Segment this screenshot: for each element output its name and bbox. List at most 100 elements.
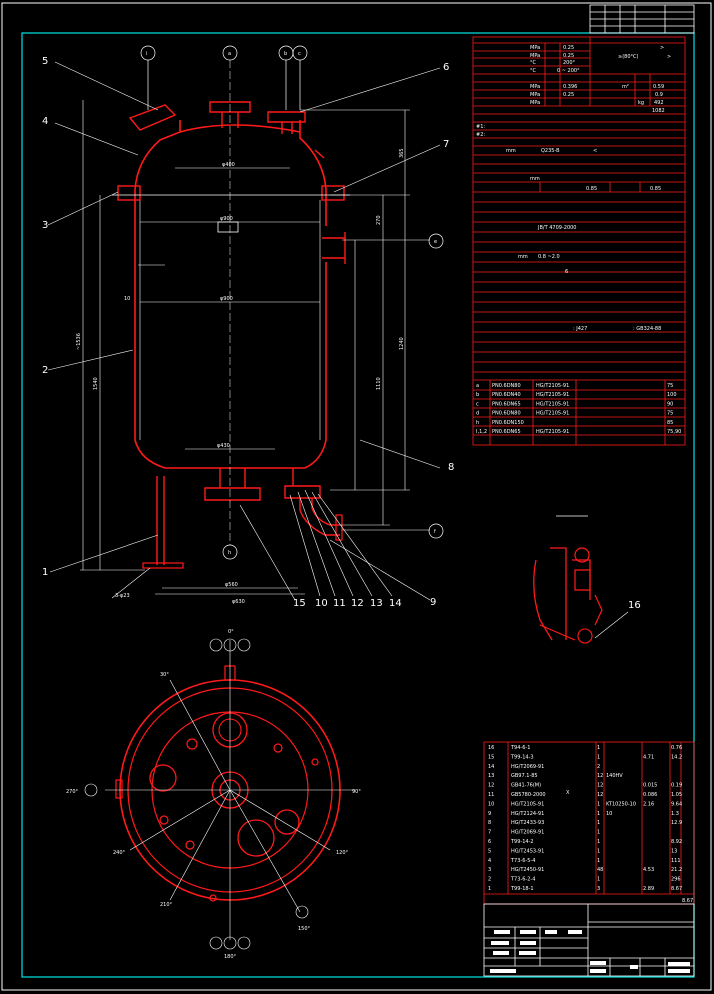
spec-value-4: 0 ~ 200° — [557, 68, 580, 74]
spec-six: 6 — [565, 269, 568, 275]
dim-s10: 10 — [124, 296, 130, 302]
angle-90: 90° — [352, 789, 361, 795]
spec-value-6: 0.25 — [563, 92, 574, 98]
nozzle-mark: d — [476, 411, 479, 417]
nozzle-len: 90 — [667, 401, 673, 407]
spec-unit2-7: kg — [638, 100, 644, 106]
nozzle-len: 75,90 — [667, 429, 681, 435]
part-label-2: 2 — [42, 365, 48, 376]
dim-d900: φ900 — [220, 296, 233, 302]
part-label-11: 11 — [333, 598, 346, 609]
bom-code: HG/T2069-91 — [511, 830, 544, 836]
part-label-13: 13 — [370, 598, 383, 609]
part-label-7: 7 — [443, 139, 449, 150]
bom-code: T73-6-5-4 — [510, 858, 535, 864]
bom-qty: 1 — [597, 839, 600, 845]
bom-no: 4 — [488, 858, 491, 864]
bom-no: 9 — [488, 811, 491, 817]
spec-mm-1: mm — [506, 148, 516, 154]
bom-weight-total: 9.64 — [671, 801, 682, 807]
dim-d560: φ560 — [225, 582, 238, 588]
nozzle-std: HG/T2105-91 — [536, 411, 569, 417]
nozzle-std: HG/T2105-91 — [536, 429, 569, 435]
angle-180: 180° — [224, 954, 237, 960]
spec-value2-5: 0.59 — [653, 84, 664, 90]
part-label-15: 15 — [293, 598, 306, 609]
angle-210: 210° — [160, 902, 173, 908]
nozzle-spec: PN0.6DN80 — [492, 383, 521, 389]
bom-qty: 1 — [597, 811, 600, 817]
nozzle-std: HG/T2105-91 — [536, 392, 569, 398]
nozzle-label-c: c — [298, 51, 301, 57]
bom-weight-total: 13 — [671, 848, 677, 854]
bom-material: KT10250-10 — [606, 801, 636, 807]
part-label-8: 8 — [448, 462, 454, 473]
dim-h1240: 1240 — [399, 337, 405, 350]
spec-rows: MPa 0.25 MPa 0.25 °C 200° °C 0 ~ 200° MP… — [476, 45, 671, 332]
nozzle-len: 85 — [667, 420, 673, 426]
nozzle-label-e: e — [434, 239, 437, 245]
bom-qty: 2 — [597, 764, 600, 770]
bom-no: 7 — [488, 830, 491, 836]
drawing-border — [21, 32, 695, 978]
bom-qty: 3 — [597, 886, 600, 892]
bom-no: 13 — [488, 773, 494, 779]
dim-h1110: 1110 — [376, 377, 382, 390]
bom-qty: 1 — [597, 801, 600, 807]
angle-30: 30° — [160, 672, 169, 678]
bom-weight-total: 8.67 — [671, 886, 682, 892]
title-block — [483, 903, 695, 977]
bom-weight-unit: 0.015 — [643, 783, 657, 789]
bom-code: T99-18-1 — [510, 886, 534, 892]
spec-hash-2: #2: — [476, 132, 485, 138]
nozzle-spec: PN0.6DN65 — [492, 429, 521, 435]
bom-weight-unit: 4.71 — [643, 754, 654, 760]
bom-weight-unit: 0.086 — [643, 792, 657, 798]
spec-value-1: 0.25 — [563, 45, 574, 51]
bom-weight-total: 1.05 — [671, 792, 682, 798]
bom-no: 15 — [488, 754, 494, 760]
nozzle-label-h: h — [228, 550, 231, 556]
bom-qty: 1 — [597, 830, 600, 836]
spec-value-3: 200° — [563, 60, 576, 66]
bom-qty: 1 — [597, 745, 600, 751]
spec-j427: : J427 — [573, 326, 587, 332]
nozzle-mark: a — [476, 383, 479, 389]
bom-no: 1 — [488, 886, 491, 892]
bom-weight-total: 21.2 — [671, 867, 682, 873]
bom-weight-total: 0.76 — [671, 745, 682, 751]
spec-value-5: 0.396 — [563, 84, 577, 90]
spec-unit-2: MPa — [530, 53, 540, 59]
part-label-6: 6 — [443, 62, 449, 73]
bom-weight-total: 12.9 — [671, 820, 682, 826]
part-label-9: 9 — [430, 597, 436, 608]
bom-weight-unit: 4.53 — [643, 867, 654, 873]
angle-120: 120° — [336, 850, 349, 856]
nozzle-std: HG/T2105-91 — [536, 401, 569, 407]
bom-weight-unit: 2.89 — [643, 886, 654, 892]
spec-hash-1: #1: — [476, 124, 485, 130]
nozzle-label-a: a — [228, 51, 231, 57]
part-label-14: 14 — [389, 598, 402, 609]
nozzle-label-f: f — [434, 529, 436, 535]
vessel-front-view — [47, 45, 444, 601]
nozzle-len: 75 — [667, 411, 673, 417]
spec-unit-4: °C — [530, 68, 537, 74]
spec-material: Q235-B — [541, 148, 560, 154]
spec-unit-6: MPa — [530, 92, 540, 98]
nozzle-label-i: i — [146, 51, 147, 57]
bom-qty: 12 — [597, 773, 603, 779]
dim-d630: φ630 — [232, 599, 245, 605]
bom-weight-unit: 2.16 — [643, 801, 654, 807]
title-block-marks — [490, 930, 690, 973]
dim-legs: 3-φ23 — [115, 593, 130, 599]
dim-h1540: 1540 — [93, 377, 99, 390]
bom-code: GB5780-2000 — [511, 792, 546, 798]
bom-no: 8 — [488, 820, 491, 826]
bom-no: 16 — [488, 745, 494, 751]
bom-weight-total: 111 — [671, 858, 681, 864]
dim-h365: 365 — [399, 148, 405, 158]
bom-no: 10 — [488, 801, 494, 807]
